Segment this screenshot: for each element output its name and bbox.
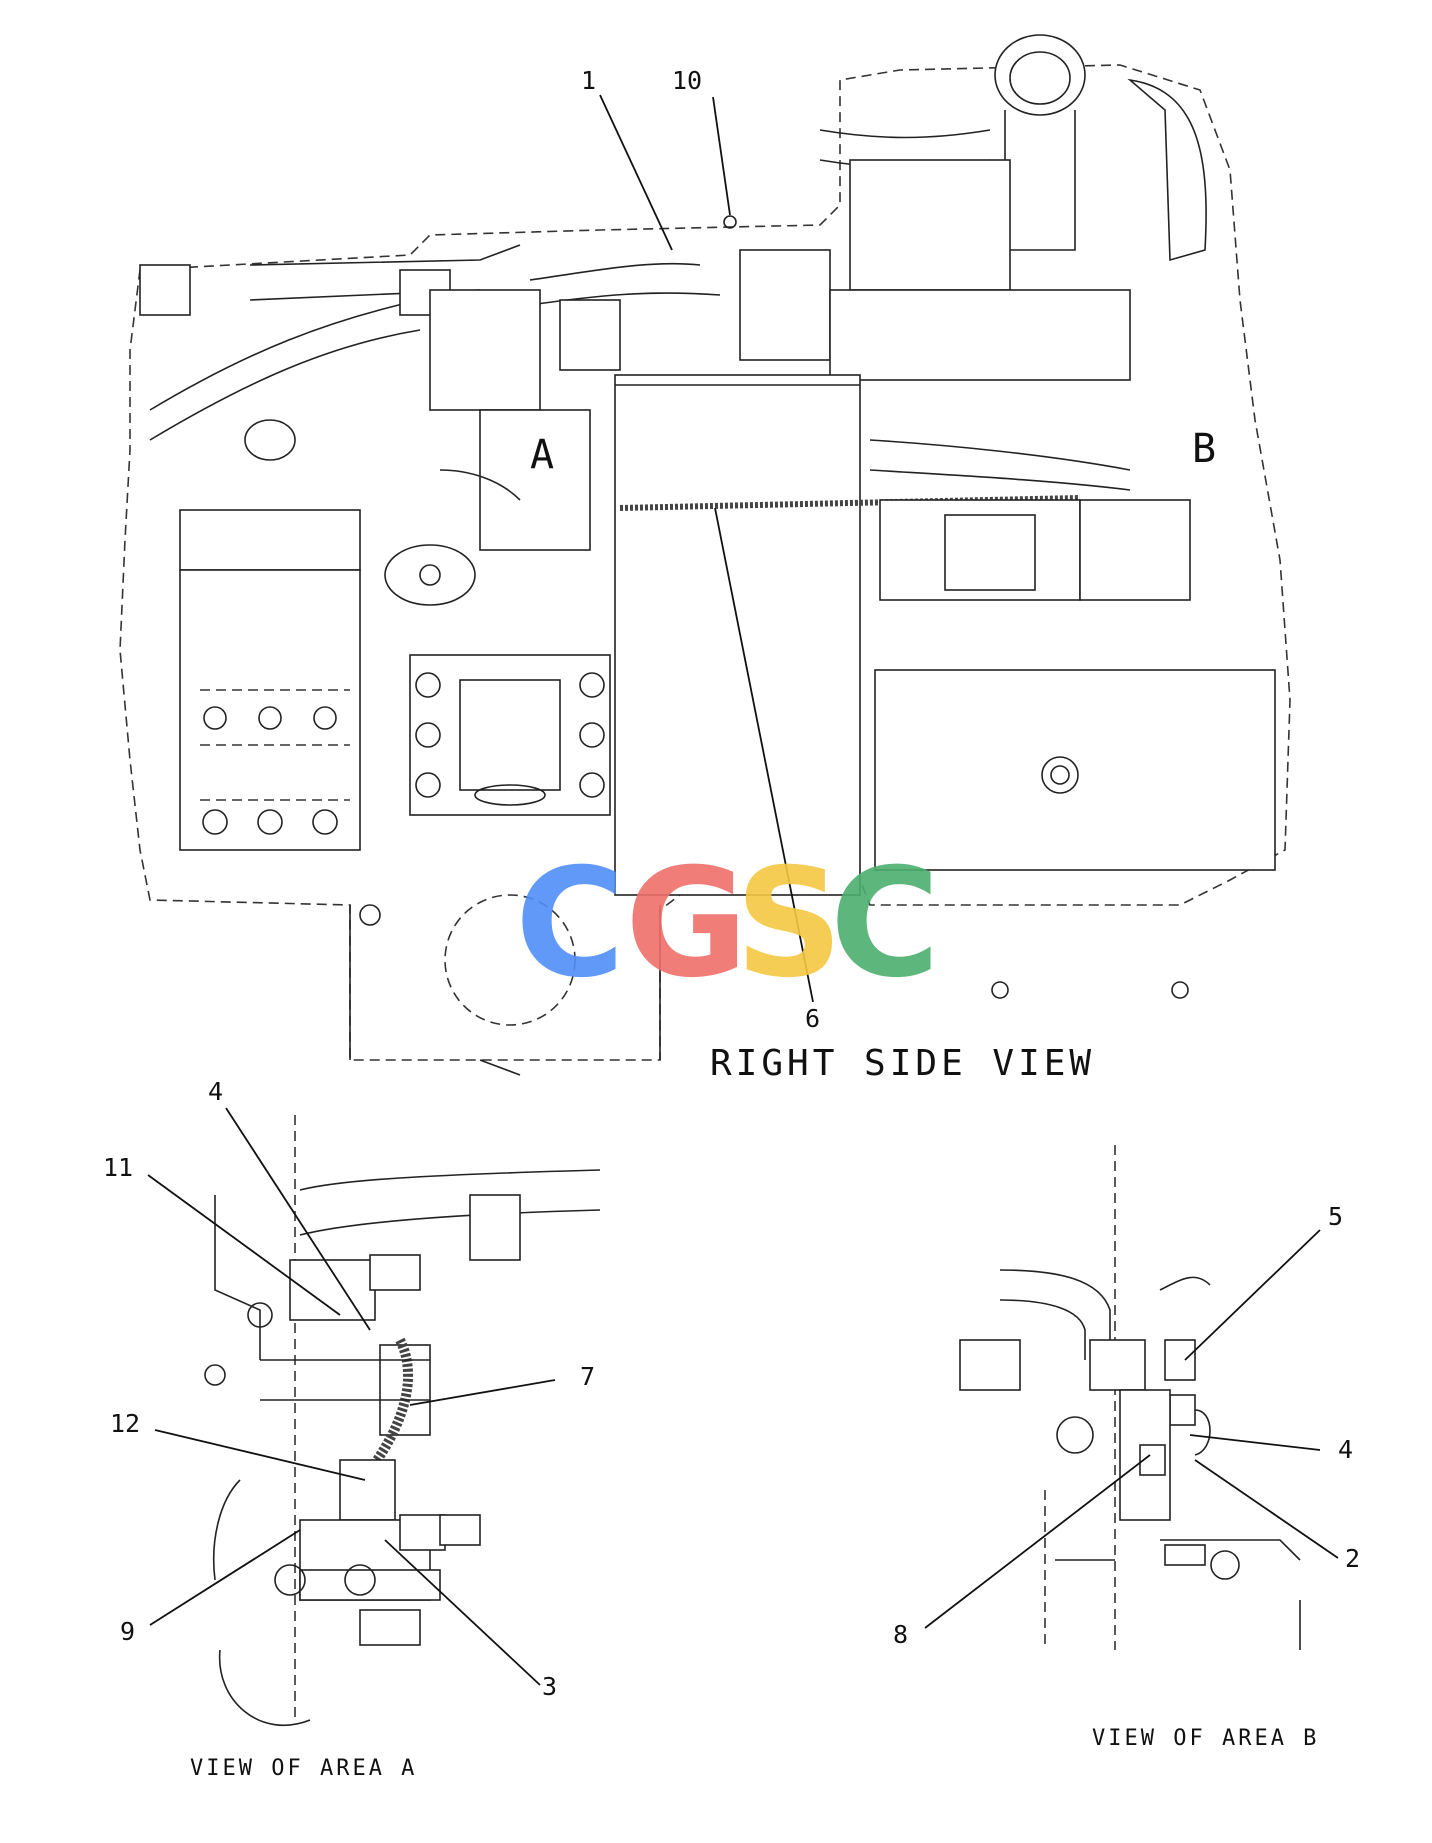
callout-a-12: 12 — [110, 1409, 140, 1438]
area-b-title: VIEW OF AREA B — [1092, 1726, 1319, 1751]
leader-a-9 — [149, 1529, 301, 1626]
leader-6 — [714, 507, 814, 1003]
watermark-letter-4: C — [830, 837, 940, 1011]
leader-a-11 — [147, 1174, 341, 1316]
leader-a-12 — [154, 1429, 366, 1481]
area-b-marker: B — [1192, 426, 1216, 472]
callout-a-11: 11 — [103, 1153, 133, 1182]
right-side-view: A B 1 10 6 RIGHT SIDE VIEW — [119, 34, 1291, 1084]
leader-b-5 — [1184, 1229, 1321, 1361]
area-a-marker: A — [530, 432, 554, 478]
callout-1: 1 — [581, 66, 596, 95]
view-of-area-a: 4 11 7 12 9 3 VIEW OF AREA A — [103, 1077, 601, 1781]
leader-b-4 — [1189, 1434, 1321, 1451]
leader-b-2 — [1194, 1459, 1339, 1559]
callout-6: 6 — [805, 1004, 820, 1033]
view-of-area-b: 5 4 2 8 VIEW OF AREA B — [893, 1145, 1360, 1751]
callout-a-7: 7 — [580, 1362, 595, 1391]
callout-b-2: 2 — [1345, 1544, 1360, 1573]
leader-1 — [599, 94, 673, 251]
callout-a-3: 3 — [542, 1672, 557, 1701]
watermark-letter-1: C — [515, 837, 625, 1011]
leader-b-8 — [924, 1454, 1151, 1629]
callout-10: 10 — [672, 66, 702, 95]
right-side-view-title: RIGHT SIDE VIEW — [710, 1043, 1095, 1084]
callout-a-4: 4 — [208, 1077, 223, 1106]
watermark-letter-3: S — [735, 837, 843, 1011]
area-a-title: VIEW OF AREA A — [190, 1756, 417, 1781]
callout-b-5: 5 — [1328, 1202, 1343, 1231]
callout-b-4: 4 — [1338, 1435, 1353, 1464]
watermark: C G S C — [515, 837, 940, 1011]
leader-a-7 — [409, 1379, 556, 1406]
leader-10 — [712, 96, 731, 216]
leader-a-3 — [384, 1539, 541, 1686]
callout-a-9: 9 — [120, 1617, 135, 1646]
leader-a-4 — [225, 1107, 371, 1331]
watermark-letter-2: G — [625, 837, 748, 1011]
callout-b-8: 8 — [893, 1620, 908, 1649]
